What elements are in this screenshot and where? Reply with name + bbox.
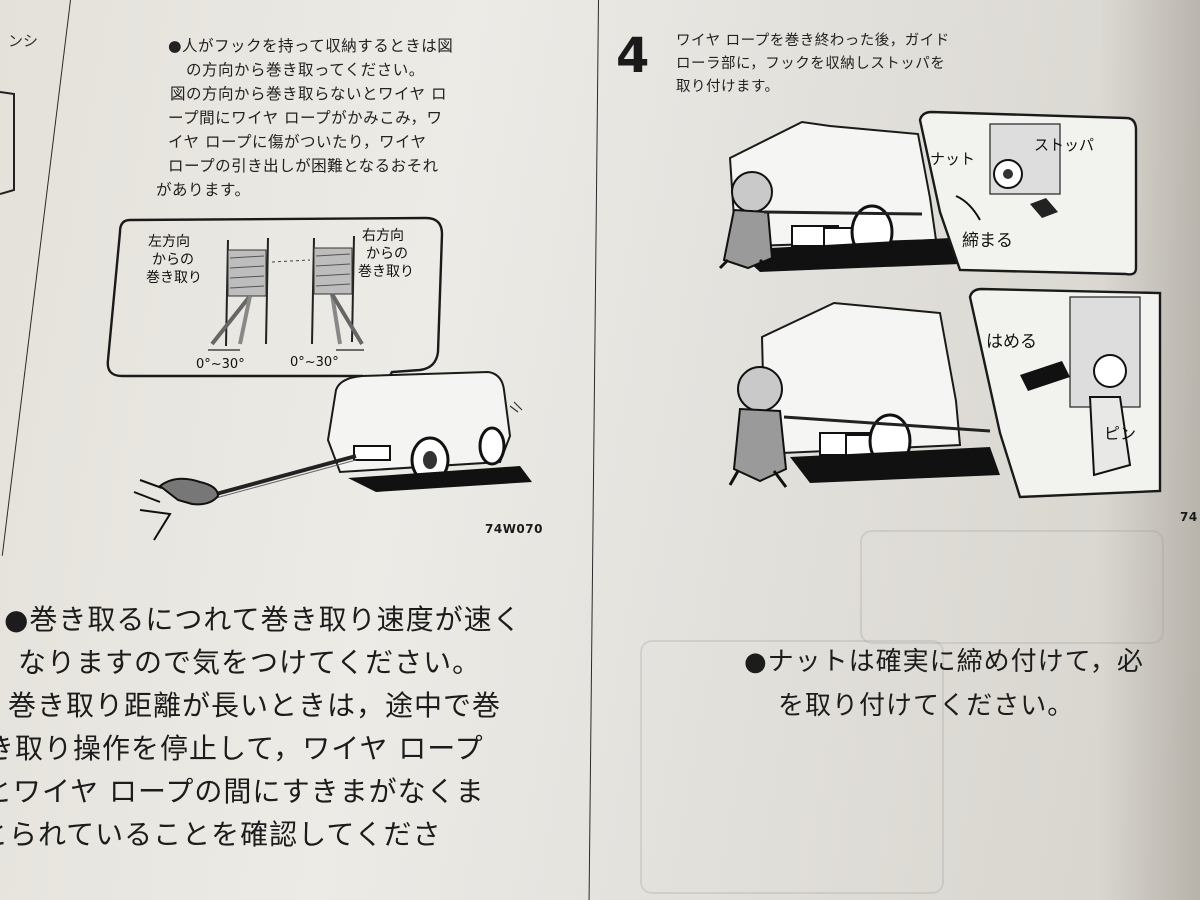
stopper-install-figure-top: ナット ストッパ 締まる (718, 110, 1138, 276)
text-line: ープ間にワイヤ ロープがかみこみ，ワ (168, 109, 443, 127)
show-through-box-1 (860, 530, 1164, 644)
label-nut: ナット (930, 150, 975, 168)
winding-direction-figure: 左方向 からの 巻き取り 右方向 からの 巻き取り 0°~30° 0°~30° (106, 216, 532, 541)
girl-operator-illustration (718, 171, 923, 272)
header-fragment: ンシ (8, 32, 39, 50)
left-direction-label-3: 巻き取り (146, 270, 202, 286)
text-line: ロープの引き出しが困難となるおそれ (168, 157, 439, 175)
text-line: を取り付けてください。 (778, 691, 1075, 721)
text-line: ●人がフックを持って収納するときは図 (168, 37, 454, 55)
truck-rear-illustration-2 (760, 301, 1000, 483)
detail-inset-top (918, 110, 1138, 276)
text-line: 巻き取り距離が長いときは，途中で巻 (8, 689, 502, 722)
figure-code-right: 74 (1180, 510, 1198, 524)
right-angle-label: 0°~30° (290, 355, 339, 370)
text-line: とワイヤ ロープの間にすきまがなくま (0, 775, 485, 808)
column-divider (588, 0, 599, 900)
caution-paragraph-large: ●巻き取るにつれて巻き取り速度が速く なりますので気をつけてください。 巻き取り… (0, 598, 522, 856)
text-line: とられていることを確認してくださ (0, 818, 442, 851)
right-direction-label-1: 右方向 (362, 228, 404, 244)
text-line: 図の方向から巻き取らないとワイヤ ロ (170, 85, 447, 103)
step-4-instructions: ワイヤ ロープを巻き終わった後，ガイド ローラ部に，フックを収納しストッパを 取… (676, 30, 950, 99)
stopper-install-figure-bottom: はめる ピン (728, 287, 1162, 499)
left-drum-illustration (208, 237, 269, 351)
caution-paragraph-small: ●人がフックを持って収納するときは図 の方向から巻き取ってください。 図の方向か… (156, 34, 454, 202)
label-fit: はめる (986, 332, 1037, 352)
text-line: があります。 (156, 181, 251, 199)
label-stopper: ストッパ (1034, 136, 1094, 154)
truck-illustration (326, 370, 532, 492)
left-direction-label-1: 左方向 (148, 234, 190, 250)
text-line: ローラ部に，フックを収納しストッパを (676, 56, 946, 72)
text-line: き取り操作を停止して，ワイヤ ロープ (0, 732, 484, 765)
nut-caution-paragraph: ●ナットは確実に締め付けて，必 を取り付けてください。 (744, 640, 1144, 728)
left-direction-label-2: からの (152, 252, 194, 268)
text-line: イヤ ロープに傷がついたり，ワイヤ (168, 133, 427, 151)
right-direction-label-2: からの (366, 246, 408, 262)
text-line: ●ナットは確実に締め付けて，必 (744, 647, 1144, 677)
text-line: 取り付けます。 (676, 79, 780, 95)
detail-inset-bottom (968, 287, 1162, 499)
left-edge-box (0, 91, 15, 195)
text-line: ワイヤ ロープを巻き終わった後，ガイド (676, 33, 950, 49)
label-pin: ピン (1104, 424, 1136, 443)
step-number: 4 (616, 28, 650, 84)
label-tighten: 締まる (962, 231, 1013, 251)
text-line: ●巻き取るにつれて巻き取り速度が速く (4, 603, 522, 636)
hook-and-cable (133, 454, 357, 541)
right-direction-label-3: 巻き取り (358, 264, 414, 280)
figure-code-left: 74W070 (485, 522, 543, 536)
girl-operator-illustration-2 (728, 366, 991, 488)
right-drum-illustration (271, 235, 364, 351)
text-line: なりますので気をつけてください。 (18, 646, 482, 679)
text-line: の方向から巻き取ってください。 (186, 61, 425, 79)
left-margin-rule (1, 0, 71, 556)
left-angle-label: 0°~30° (196, 357, 245, 372)
show-through-box-2 (640, 640, 944, 894)
